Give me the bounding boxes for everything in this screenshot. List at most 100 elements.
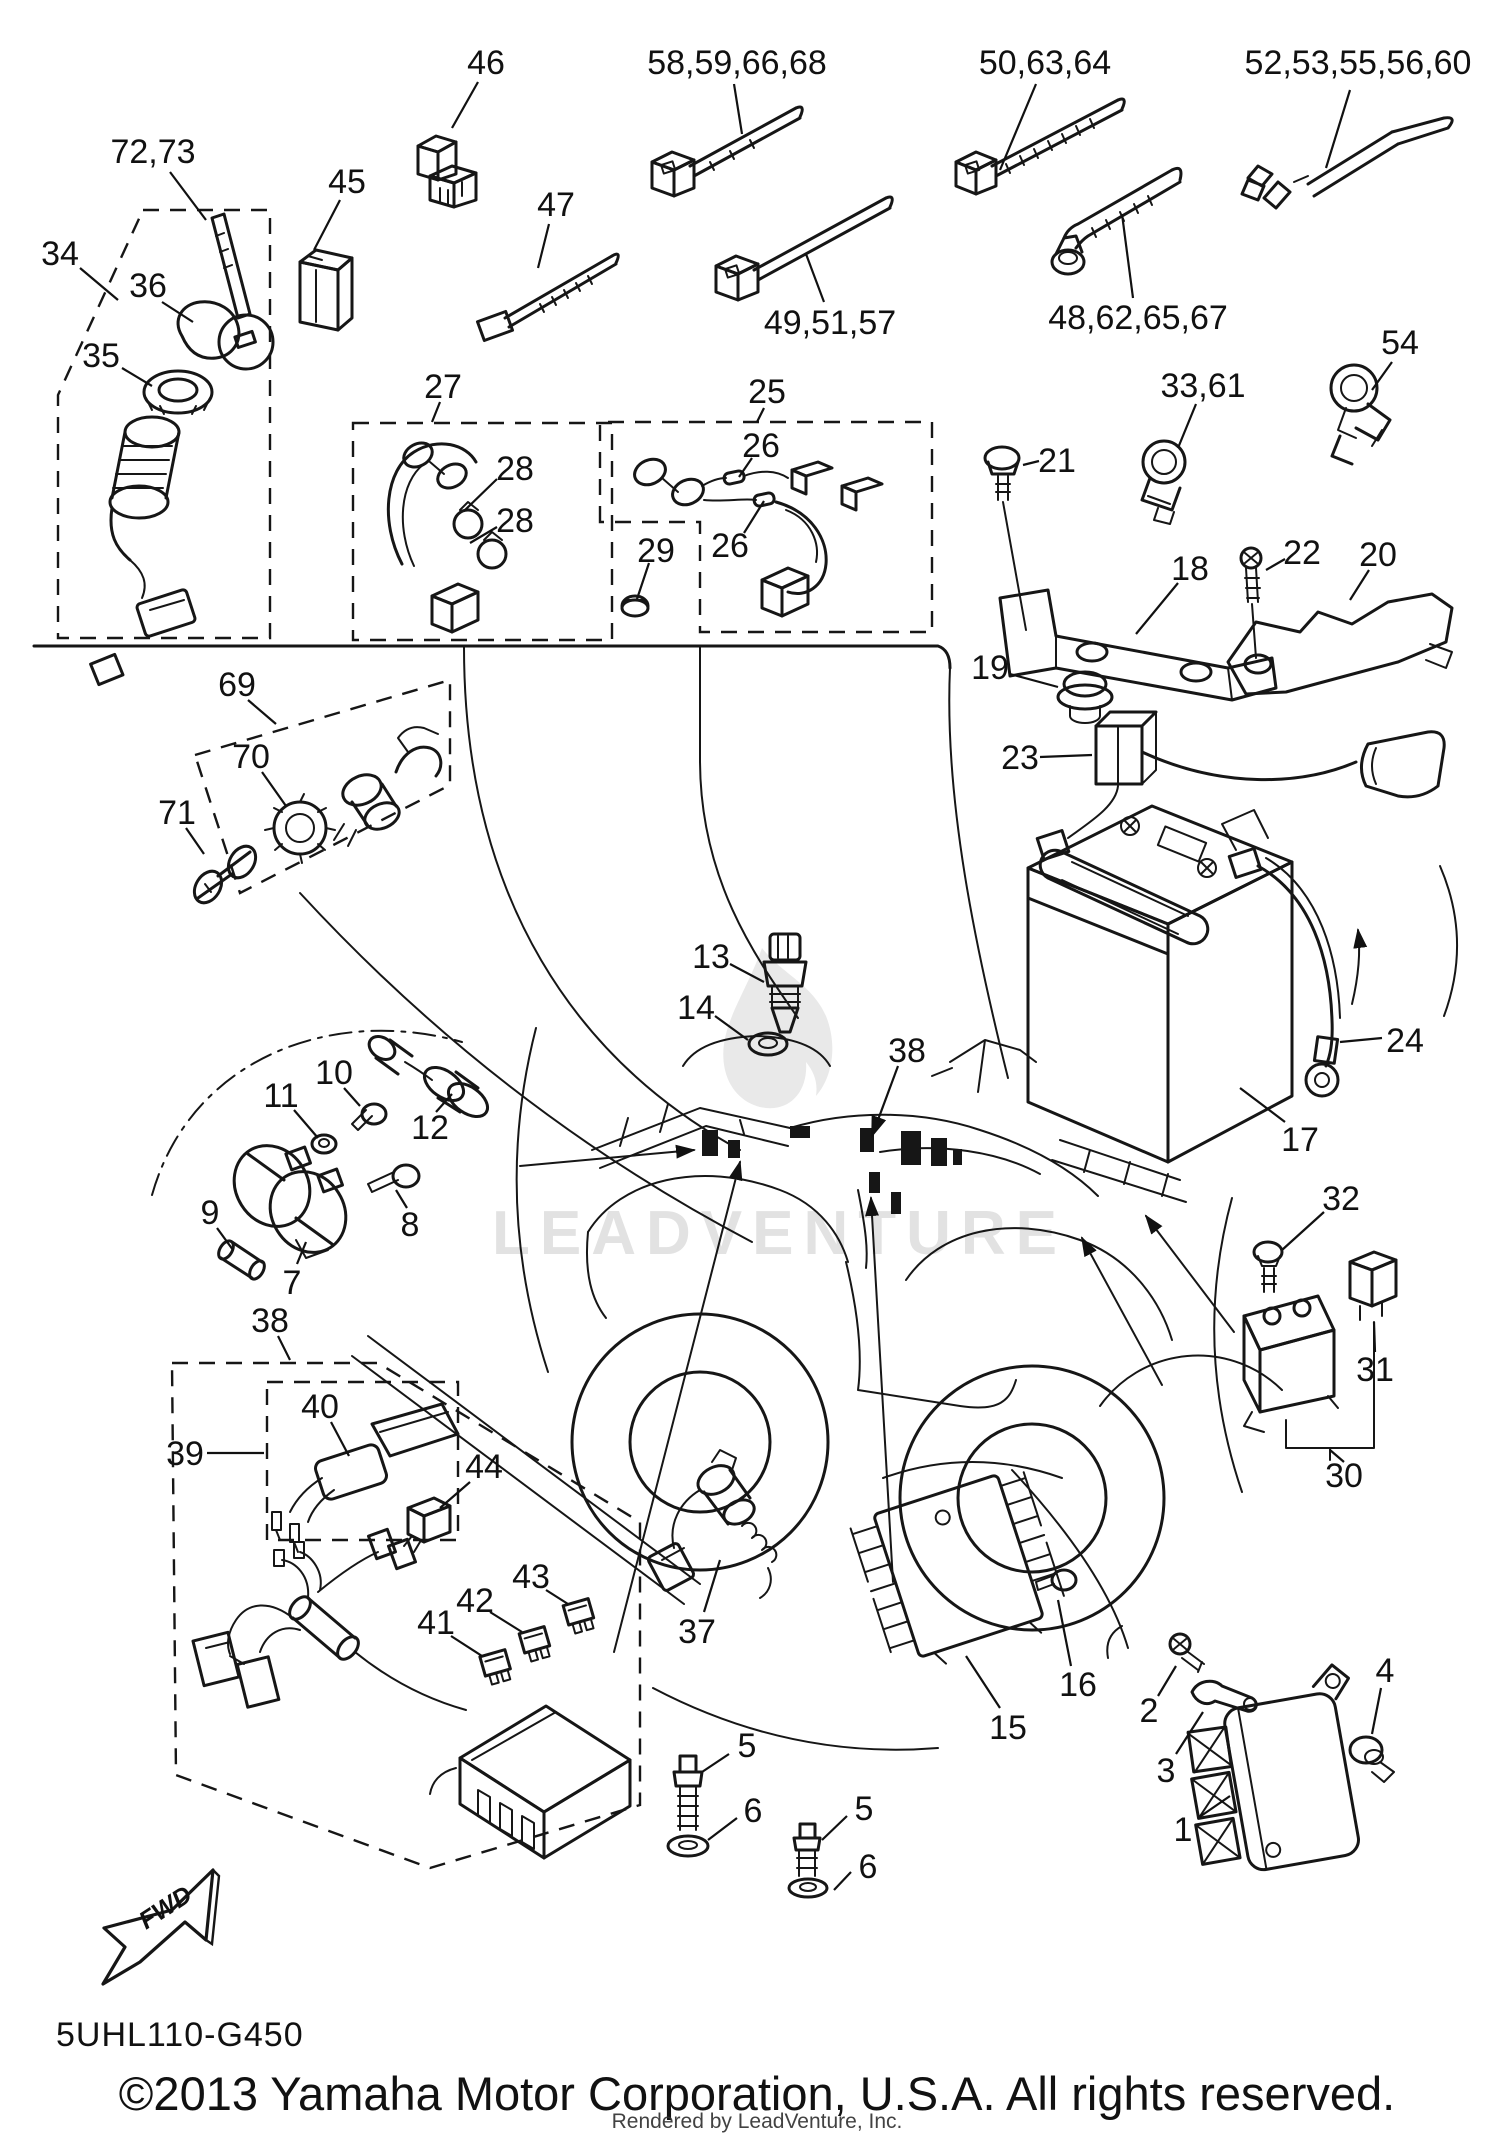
callout-71: 71 bbox=[158, 794, 196, 832]
callout-18: 18 bbox=[1171, 550, 1209, 588]
leader-line-13 bbox=[729, 963, 765, 983]
callout-38-right: 38 bbox=[888, 1032, 926, 1070]
leader-line-32 bbox=[1281, 1211, 1325, 1251]
leader-line-42 bbox=[489, 1611, 523, 1633]
callout-38-left: 38 bbox=[251, 1302, 289, 1340]
rendered-by-text: Rendered by LeadVenture, Inc. bbox=[612, 2110, 903, 2133]
clamp-3 bbox=[1190, 1679, 1258, 1713]
association-curves bbox=[299, 892, 1243, 1751]
copyright-text: ©2013 Yamaha Motor Corporation, U.S.A. A… bbox=[119, 2067, 1395, 2120]
callout-4: 4 bbox=[1376, 1652, 1395, 1690]
screw-22 bbox=[1239, 546, 1263, 659]
relay-44 bbox=[403, 1496, 452, 1553]
fuse-41 bbox=[478, 1648, 512, 1686]
callout-10: 10 bbox=[315, 1054, 353, 1092]
callout-43: 43 bbox=[512, 1558, 550, 1596]
bolt-16 bbox=[1035, 1568, 1078, 1592]
rectifier-15 bbox=[849, 1471, 1065, 1665]
socket-switch-69 bbox=[333, 726, 443, 847]
leader-line-19 bbox=[1009, 672, 1059, 689]
box-main-switch-34 bbox=[56, 208, 272, 640]
leader-line-41 bbox=[450, 1635, 483, 1657]
callout-40: 40 bbox=[301, 1388, 339, 1426]
leader-line-34 bbox=[79, 267, 119, 301]
leader-line-29 bbox=[635, 562, 651, 600]
frame-rail bbox=[351, 1335, 701, 1605]
flange-bolt-21 bbox=[983, 445, 1027, 631]
callout-2: 2 bbox=[1140, 1692, 1159, 1730]
fuse-holder-23 bbox=[1067, 710, 1446, 839]
callout-30: 30 bbox=[1325, 1457, 1363, 1495]
callout-47: 47 bbox=[537, 186, 575, 224]
leader-line-58-59-66-68 bbox=[732, 83, 744, 135]
leader-line-18 bbox=[1135, 582, 1179, 635]
callout-15: 15 bbox=[989, 1709, 1027, 1747]
leader-line-9 bbox=[216, 1227, 234, 1251]
leader-line-38-left bbox=[277, 1335, 291, 1361]
leader-line-28-a bbox=[463, 478, 498, 512]
box-socket-cord-25 bbox=[598, 420, 934, 634]
box-harness-38 bbox=[170, 1361, 642, 1870]
callout-27: 27 bbox=[424, 368, 462, 406]
callout-24: 24 bbox=[1386, 1022, 1424, 1060]
callout-50-63-64: 50,63,64 bbox=[979, 44, 1111, 82]
box-harness-27 bbox=[351, 421, 614, 642]
callout-52-53-55-56-60: 52,53,55,56,60 bbox=[1245, 44, 1472, 82]
leader-line-30 bbox=[1329, 1449, 1345, 1463]
callout-48-62-65-67: 48,62,65,67 bbox=[1048, 299, 1228, 337]
brace-13-14 bbox=[682, 1035, 831, 1067]
leader-line-38-right bbox=[870, 1065, 900, 1139]
leader-line-43 bbox=[545, 1589, 569, 1605]
callout-45: 45 bbox=[328, 163, 366, 201]
leader-line-22 bbox=[1265, 558, 1286, 571]
leader-line-23 bbox=[1039, 753, 1093, 759]
cable-tie-49 bbox=[714, 195, 894, 302]
callout-42: 42 bbox=[456, 1582, 494, 1620]
callout-1: 1 bbox=[1174, 1811, 1193, 1849]
box-39 bbox=[265, 1380, 460, 1542]
callout-21: 21 bbox=[1038, 442, 1076, 480]
leader-line-3 bbox=[1175, 1711, 1204, 1755]
callout-6-a: 6 bbox=[744, 1792, 763, 1830]
callout-70: 70 bbox=[232, 738, 270, 776]
fuse-42 bbox=[517, 1625, 552, 1663]
bolt-5a bbox=[672, 1754, 704, 1831]
callout-49-51-57: 49,51,57 bbox=[764, 304, 896, 342]
cable-tie-48 bbox=[1050, 166, 1183, 276]
battery-bracket-18 bbox=[998, 588, 1278, 702]
ring-nut-35 bbox=[142, 369, 214, 415]
leader-line-25 bbox=[756, 407, 765, 423]
cap-29 bbox=[620, 594, 650, 618]
leader-line-46 bbox=[451, 81, 479, 129]
stay-plate-20 bbox=[1226, 592, 1454, 696]
leader-line-2 bbox=[1157, 1665, 1177, 1697]
callout-39: 39 bbox=[166, 1435, 204, 1473]
callout-35: 35 bbox=[82, 337, 120, 375]
leader-line-26-a bbox=[738, 457, 753, 478]
callout-16: 16 bbox=[1059, 1666, 1097, 1704]
callout-20: 20 bbox=[1359, 536, 1397, 574]
speed-sensor-37 bbox=[646, 1449, 778, 1599]
leader-line-72-73 bbox=[169, 171, 207, 221]
callout-8: 8 bbox=[401, 1206, 420, 1244]
cable-tie-58 bbox=[650, 105, 804, 198]
leader-line-71 bbox=[185, 827, 205, 855]
wire-clamp-33 bbox=[1140, 439, 1187, 525]
callout-72-73: 72,73 bbox=[110, 133, 195, 171]
leader-line-35 bbox=[121, 367, 153, 387]
callout-34: 34 bbox=[41, 235, 79, 273]
leader-line-69 bbox=[247, 699, 277, 725]
callout-7: 7 bbox=[283, 1264, 302, 1302]
bolt-8 bbox=[367, 1163, 421, 1193]
leader-line-1 bbox=[1197, 1795, 1231, 1819]
wire-clamp-54 bbox=[1329, 363, 1392, 466]
leader-line-15 bbox=[965, 1655, 1001, 1709]
callout-28-b: 28 bbox=[496, 502, 534, 540]
callout-22: 22 bbox=[1283, 534, 1321, 572]
callout-26-b: 26 bbox=[711, 527, 749, 565]
box-69 bbox=[193, 678, 452, 895]
main-switch-34 bbox=[108, 415, 197, 638]
leader-line-17 bbox=[1239, 1087, 1286, 1123]
